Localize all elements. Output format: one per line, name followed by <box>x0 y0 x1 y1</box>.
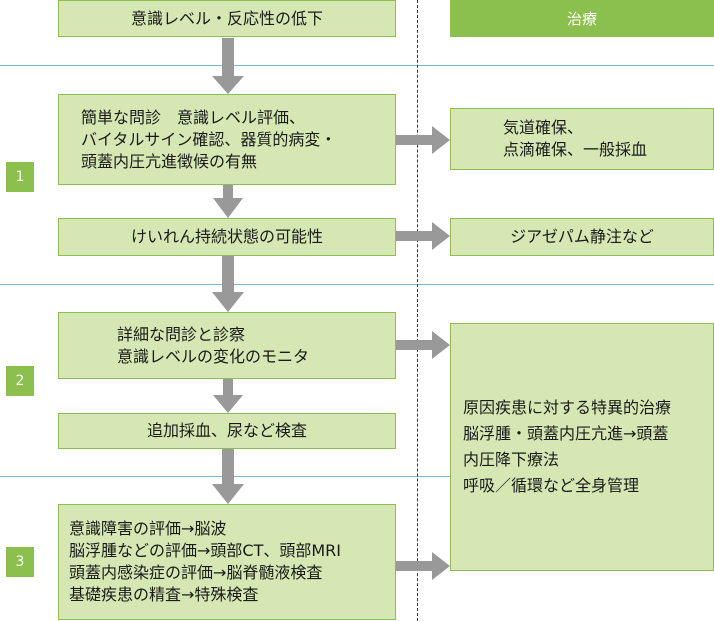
seizure-box: けいれん持続状態の可能性 <box>58 218 396 256</box>
box3-line-2: 意識レベルの変化のモニタ <box>117 346 310 366</box>
section-divider-3 <box>0 476 714 477</box>
treatment-box-2: ジアゼパム静注など <box>450 218 714 256</box>
treatment-header: 治療 <box>450 0 714 37</box>
box1-line-1: 簡単な問診 意識レベル評価、 <box>81 107 306 127</box>
step-label-3: 3 <box>6 547 34 577</box>
start-box: 意識レベル・反応性の低下 <box>58 0 396 37</box>
arrow-down-5 <box>212 449 244 504</box>
step-label-2: 2 <box>6 366 34 396</box>
box5-line-2: 脳浮腫などの評価→頭部CT、頭部MRI <box>69 541 341 560</box>
arrow-down-3 <box>212 256 244 312</box>
treatment3-line-1: 原因疾患に対する特異的治療 <box>463 398 672 417</box>
step-label-1: 1 <box>6 162 34 192</box>
arrow-down-2 <box>213 185 243 218</box>
box2-label: けいれん持続状態の可能性 <box>130 227 323 246</box>
box5-line-1: 意識障害の評価→脳波 <box>69 519 227 538</box>
arrow-down-4 <box>213 379 243 413</box>
box1-line-2: バイタルサイン確認、器質的病変・ <box>81 129 337 149</box>
treatment1-line-2: 点滴確保、一般採血 <box>503 140 648 159</box>
treatment-box-3: 原因疾患に対する特異的治療 脳浮腫・頭蓋内圧亢進→頭蓋 内圧降下療法 呼吸／循環… <box>450 323 714 571</box>
treatment3-line-4: 呼吸／循環など全身管理 <box>463 476 640 495</box>
arrow-right-3 <box>395 331 450 359</box>
treatment-box-1: 気道確保、 点滴確保、一般採血 <box>450 108 714 170</box>
section-divider-2 <box>0 284 714 285</box>
step-label-1-text: 1 <box>15 169 25 185</box>
arrow-right-1 <box>395 126 450 154</box>
step-label-3-text: 3 <box>15 554 25 570</box>
step-label-2-text: 2 <box>15 373 25 389</box>
section-divider-1 <box>0 65 714 66</box>
arrow-right-2 <box>395 222 450 250</box>
box5-line-3: 頭蓋内感染症の評価→脳脊髄液検査 <box>69 563 323 582</box>
initial-assessment-box: 簡単な問診 意識レベル評価、 バイタルサイン確認、器質的病変・ 頭蓋内圧亢進徴候… <box>58 94 396 185</box>
box1-line-3: 頭蓋内圧亢進徴候の有無 <box>81 151 258 171</box>
treatment3-line-3: 内圧降下療法 <box>463 450 560 469</box>
arrow-right-4 <box>395 552 450 580</box>
arrow-down-1 <box>212 38 244 94</box>
treatment1-line-1: 気道確保、 <box>503 118 584 137</box>
box3-line-1: 詳細な問診と診察 <box>117 324 246 344</box>
box4-label: 追加採血、尿など検査 <box>146 421 307 440</box>
box5-line-4: 基礎疾患の精査→特殊検査 <box>69 585 259 604</box>
start-box-label: 意識レベル・反応性の低下 <box>130 8 323 28</box>
treatment-header-label: 治療 <box>566 10 597 28</box>
column-separator <box>417 0 418 621</box>
treatment2-label: ジアゼパム静注など <box>510 227 654 246</box>
evaluation-box: 意識障害の評価→脳波 脳浮腫などの評価→頭部CT、頭部MRI 頭蓋内感染症の評価… <box>58 504 396 620</box>
detailed-exam-box: 詳細な問診と診察 意識レベルの変化のモニタ <box>58 312 396 379</box>
treatment3-line-2: 脳浮腫・頭蓋内圧亢進→頭蓋 <box>463 424 669 443</box>
additional-tests-box: 追加採血、尿など検査 <box>58 413 396 449</box>
